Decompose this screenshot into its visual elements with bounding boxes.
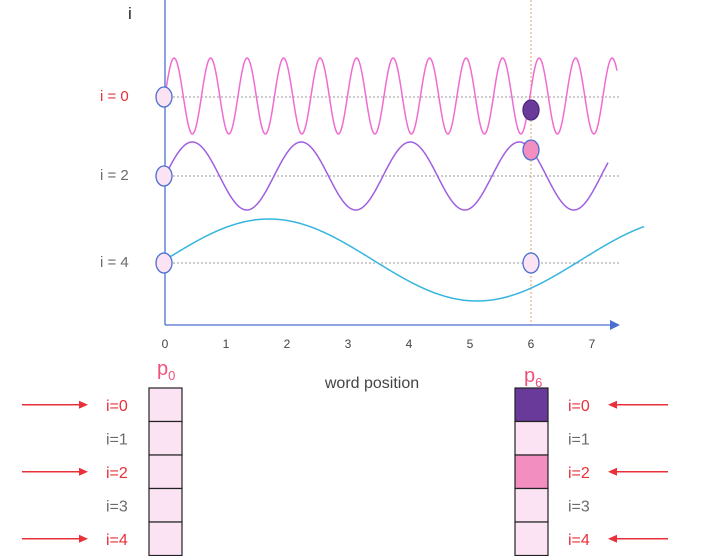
vector-p0-subscript: 0: [168, 368, 175, 383]
cells1-row-label-0: i=0: [568, 398, 590, 415]
x-tick-5: 5: [467, 337, 474, 351]
x-tick-4: 4: [406, 337, 413, 351]
x-tick-6: 6: [528, 337, 535, 351]
cells1-row-label-2: i=2: [568, 465, 590, 482]
cells0-row-label-4: i=4: [106, 532, 128, 549]
wave-label-i4: i = 4: [100, 254, 129, 271]
cells0-row-label-0: i=0: [106, 398, 128, 415]
position-markers: [155, 86, 540, 274]
x-tick-0: 0: [162, 337, 169, 351]
x-tick-7: 7: [589, 337, 596, 351]
cells0-cell-2: [148, 454, 183, 490]
x-tick-labels: 0 1 2 3 4 5 6 7: [162, 337, 596, 351]
cells1-row-label-1: i=1: [568, 431, 590, 448]
vector-p0-title-base: p: [157, 358, 168, 380]
marker-i2-pos6: [522, 139, 540, 161]
cells0-cell-0: [148, 387, 183, 423]
marker-i0-pos6: [522, 99, 540, 121]
x-tick-2: 2: [284, 337, 291, 351]
vector-p6-title: p6: [524, 365, 542, 390]
marker-i2-pos0: [155, 165, 173, 187]
vector-p0-cells: i=0 i=1 i=2 i=3 i=4: [22, 387, 183, 556]
y-axis-label: i: [128, 4, 132, 23]
cells1-row-label-3: i=3: [568, 498, 590, 515]
vector-p6: p6 i=0 i=1 i=2 i=3 i=4: [514, 365, 668, 556]
cells0-row-label-2: i=2: [106, 465, 128, 482]
cells1-arrow-head-4: [608, 534, 617, 543]
wave-label-i2: i = 2: [100, 167, 129, 184]
cells1-arrow-head-2: [608, 467, 617, 476]
cells1-cell-2: [514, 454, 549, 490]
wave-i0: [164, 57, 618, 135]
cells1-cell-3: [514, 487, 549, 523]
cells0-arrow-head-4: [79, 534, 88, 543]
wave-label-i0: i = 0: [100, 88, 129, 105]
cells1-cell-0: [514, 387, 549, 423]
cells0-cell-3: [148, 487, 183, 523]
marker-i4-pos6: [522, 252, 540, 274]
cells0-cell-1: [148, 420, 183, 456]
vector-p6-cells: i=0 i=1 i=2 i=3 i=4: [514, 387, 668, 556]
x-axis-arrowhead: [610, 320, 620, 330]
cells0-cell-4: [148, 521, 183, 556]
cells1-cell-4: [514, 521, 549, 556]
vector-p6-title-base: p: [524, 365, 535, 387]
cells1-arrow-head-0: [608, 400, 617, 409]
cells0-row-label-3: i=3: [106, 498, 128, 515]
x-axis-label: word position: [324, 375, 419, 392]
x-tick-1: 1: [223, 337, 230, 351]
vector-p0: p0 i=0 i=1 i=2 i=3 i=4: [22, 358, 183, 556]
cells1-cell-1: [514, 420, 549, 456]
marker-i4-pos0: [155, 252, 173, 274]
cells0-row-label-1: i=1: [106, 431, 128, 448]
cells0-arrow-head-2: [79, 467, 88, 476]
marker-i0-pos0: [155, 86, 173, 108]
cells1-row-label-4: i=4: [568, 532, 590, 549]
x-tick-3: 3: [345, 337, 352, 351]
cells0-arrow-head-0: [79, 400, 88, 409]
vector-p6-subscript: 6: [535, 375, 542, 390]
vector-p0-title: p0: [157, 358, 175, 383]
wave-i4: [164, 218, 645, 302]
